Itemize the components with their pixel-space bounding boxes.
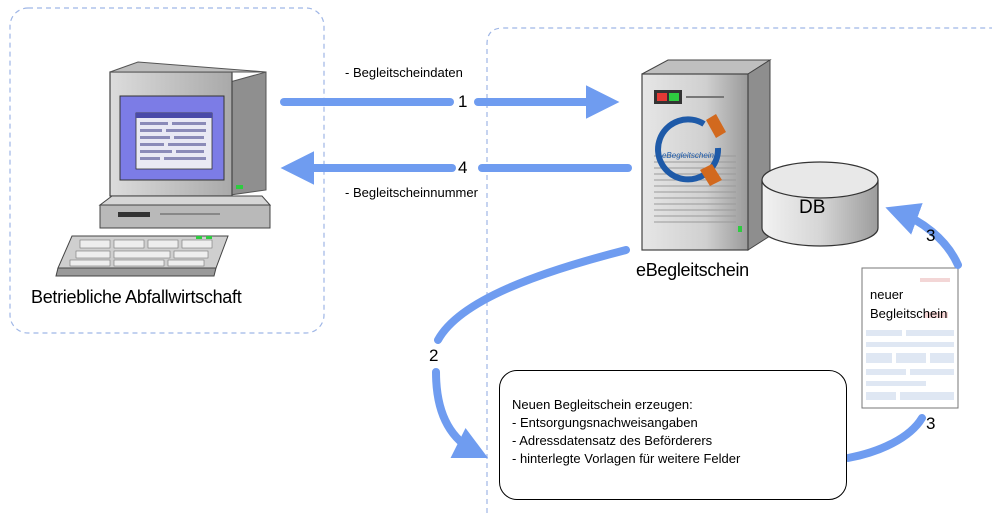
arrow-step-3-lower <box>844 414 926 462</box>
step4-label: - Begleitscheinnummer <box>345 185 478 200</box>
document-line-2: Begleitschein <box>870 306 948 321</box>
note-item: - hinterlegte Vorlagen für weitere Felde… <box>512 451 741 466</box>
step3-number-bottom: 3 <box>926 414 936 433</box>
step2-number: 2 <box>429 346 439 365</box>
left-zone-caption: Betriebliche Abfallwirtschaft <box>31 287 242 307</box>
step4-number: 4 <box>458 158 468 177</box>
arrow-step-3-upper <box>885 203 962 269</box>
note-item: - Adressdatensatz des Beförderers <box>512 433 713 448</box>
note-title: Neuen Begleitschein erzeugen: <box>512 397 693 412</box>
note-item: - Entsorgungsnachweisangaben <box>512 415 698 430</box>
step1-label: - Begleitscheindaten <box>345 65 463 80</box>
ebegleitschein-logo-icon: eBegleitschein <box>655 114 726 186</box>
database-icon <box>761 161 879 247</box>
arrow-step-2-upper <box>434 246 630 344</box>
logo-text: eBegleitschein <box>662 151 715 160</box>
workstation-icon <box>55 61 272 277</box>
generation-note-box: Neuen Begleitschein erzeugen: - Entsorgu… <box>499 370 847 500</box>
document-icon <box>861 267 959 409</box>
document-caption: neuer Begleitschein <box>870 285 947 323</box>
server-caption: eBegleitschein <box>636 260 749 280</box>
right-zone-boundary <box>486 27 992 513</box>
database-label: DB <box>799 197 826 218</box>
step1-number: 1 <box>458 92 468 111</box>
document-line-1: neuer <box>870 287 904 302</box>
step3-number-top: 3 <box>926 226 936 245</box>
arrow-step-2-lower <box>432 368 489 459</box>
